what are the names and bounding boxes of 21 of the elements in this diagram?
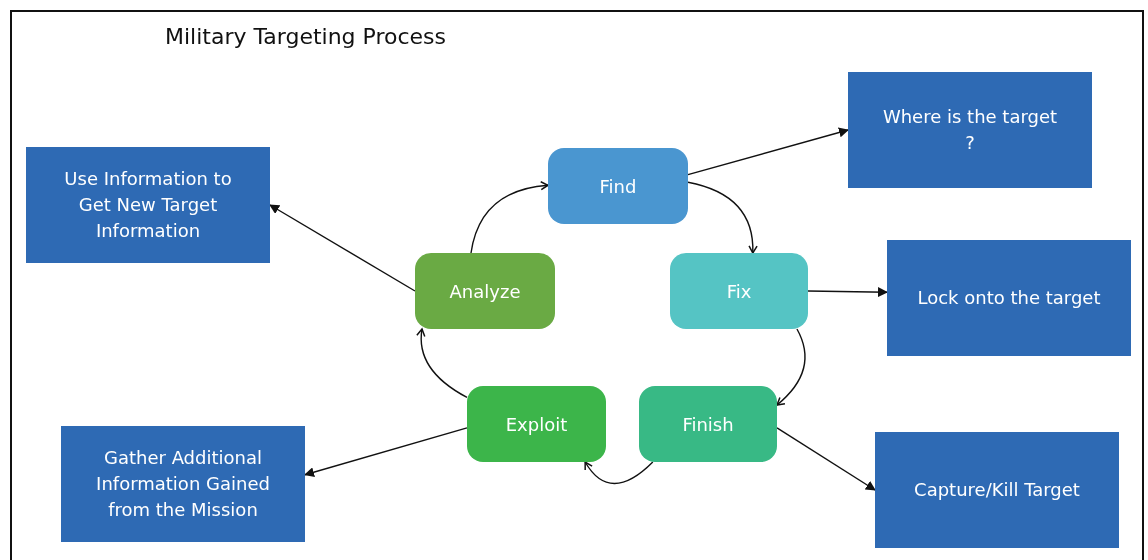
arrow bbox=[776, 427, 876, 491]
arrow bbox=[807, 287, 888, 298]
arrow bbox=[269, 204, 416, 292]
curved-arrow bbox=[687, 181, 758, 254]
process-box: Find bbox=[548, 148, 688, 224]
description-box: Use Information to Get New Target Information bbox=[26, 147, 270, 263]
process-box: Fix bbox=[670, 253, 808, 329]
arrow bbox=[687, 127, 849, 176]
process-box: Analyze bbox=[415, 253, 555, 329]
curved-arrow bbox=[584, 461, 654, 485]
curved-arrow bbox=[776, 328, 806, 406]
diagram-title: Military Targeting Process bbox=[165, 24, 446, 49]
description-box: Lock onto the target bbox=[887, 240, 1131, 356]
process-box: Finish bbox=[639, 386, 777, 462]
arrow bbox=[304, 427, 468, 477]
description-box: Gather Additional Information Gained from the Mission bbox=[61, 426, 305, 542]
description-box: Where is the target ? bbox=[848, 72, 1092, 188]
description-box: Capture/Kill Target bbox=[875, 432, 1119, 548]
curved-arrow bbox=[416, 328, 468, 399]
curved-arrow bbox=[470, 181, 549, 254]
process-box: Exploit bbox=[467, 386, 606, 462]
